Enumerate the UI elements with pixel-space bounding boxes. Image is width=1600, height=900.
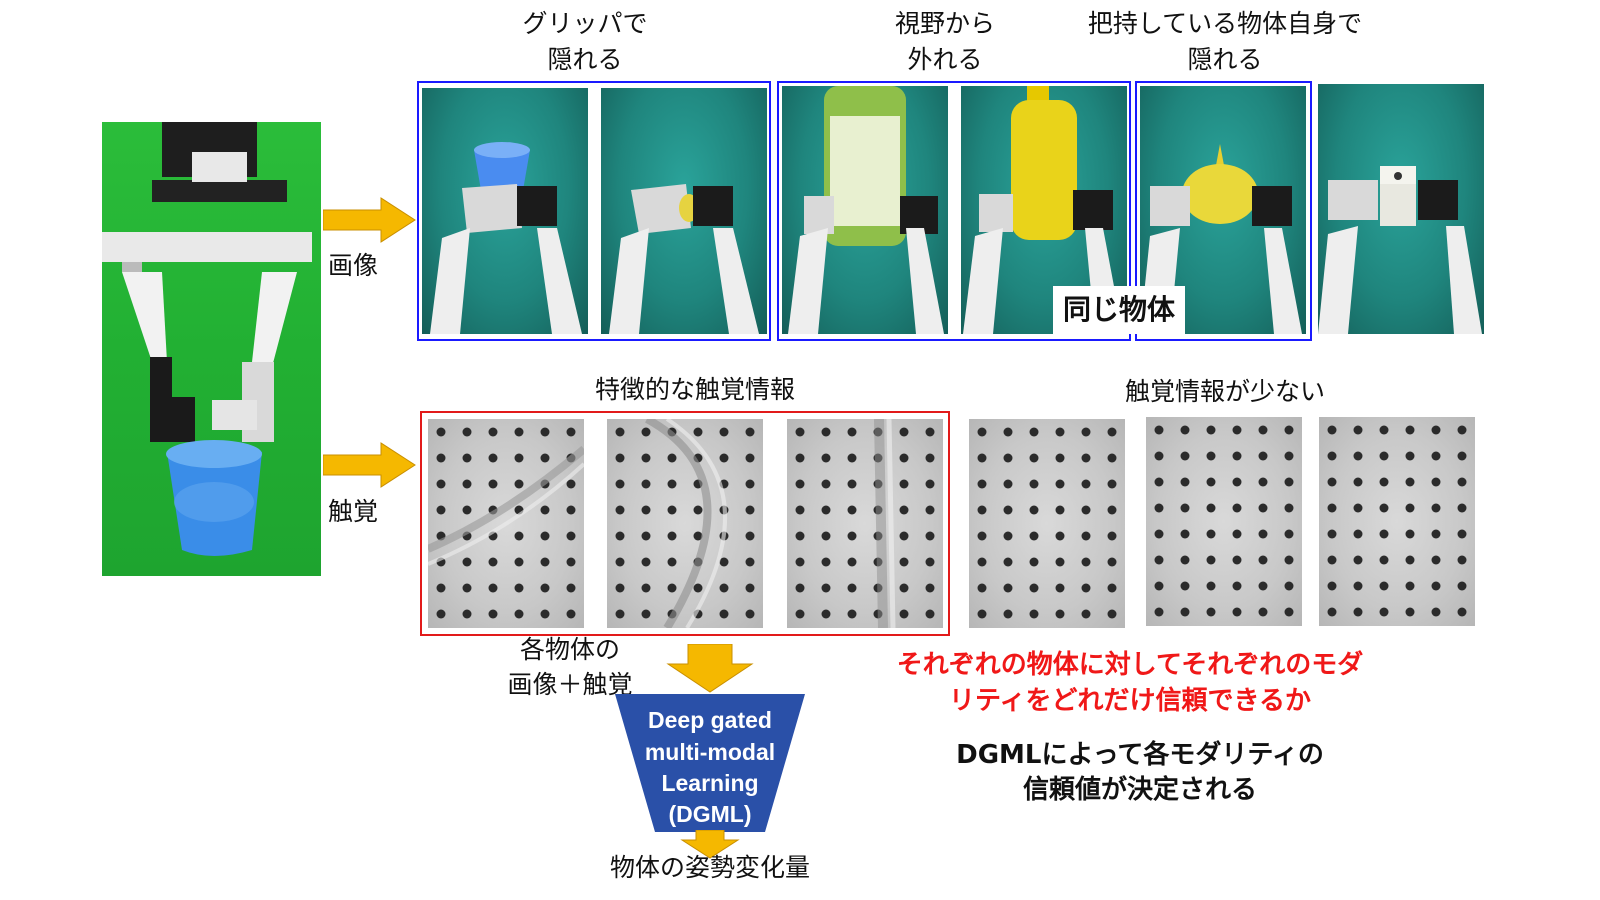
dgml-line3: Learning (661, 770, 759, 796)
output-label: 物体の姿勢変化量 (609, 853, 810, 882)
frame-gripper-occlusion (417, 81, 771, 341)
input-label-line2: 画像＋触覚 (507, 670, 633, 699)
caption-gripper-occlusion-line1: グリッパで (522, 9, 648, 38)
same-object-label: 同じ物体 (1053, 286, 1186, 334)
frame-out-of-view (777, 81, 1131, 341)
tactile-image-1 (428, 419, 584, 628)
reliability-question-line1: それぞれの物体に対してそれぞれのモダ (896, 650, 1364, 680)
tactile-image-5 (1146, 417, 1302, 626)
arrow-to-tactile-icon (323, 442, 416, 488)
robot-setup-photo (102, 122, 321, 576)
camera-image-4 (961, 86, 1127, 334)
dgml-line1: Deep gated (648, 707, 772, 733)
caption-self-occlusion-line1: 把持している物体自身で (1087, 9, 1363, 38)
tactile-label: 触覚 (328, 497, 379, 526)
dgml-line4: (DGML) (668, 801, 752, 827)
caption-gripper-occlusion-line2: 隠れる (547, 45, 623, 74)
caption-out-of-view-line1: 視野から (894, 9, 995, 38)
dgml-network-block (615, 694, 805, 832)
image-label: 画像 (328, 251, 379, 280)
frame-distinct-tactile (420, 411, 950, 636)
input-label-line1: 各物体の (519, 635, 620, 664)
camera-image-3 (782, 86, 948, 334)
camera-image-2 (601, 88, 767, 334)
reliability-question-line2: リティをどれだけ信頼できるか (949, 686, 1311, 716)
tactile-image-2 (607, 419, 763, 628)
little-tactile-caption: 触覚情報が少ない (1124, 377, 1325, 406)
dgml-answer-line2: 信頼値が決定される (1022, 775, 1257, 805)
tactile-image-6 (1319, 417, 1475, 626)
arrow-down-output-icon (680, 830, 740, 859)
camera-image-6 (1318, 84, 1484, 334)
camera-image-1 (422, 88, 588, 334)
tactile-image-4 (969, 419, 1125, 628)
dgml-line2: multi-modal (644, 739, 776, 765)
dgml-answer-line1: DGMLによって各モダリティの (956, 740, 1324, 770)
tactile-image-3 (787, 419, 943, 628)
arrow-to-image-icon (323, 197, 416, 243)
frame-self-occlusion (1135, 81, 1312, 341)
caption-out-of-view-line2: 外れる (907, 45, 983, 74)
caption-self-occlusion-line2: 隠れる (1187, 45, 1263, 74)
distinct-tactile-caption: 特徴的な触覚情報 (594, 375, 795, 404)
arrow-down-input-icon (666, 644, 754, 693)
